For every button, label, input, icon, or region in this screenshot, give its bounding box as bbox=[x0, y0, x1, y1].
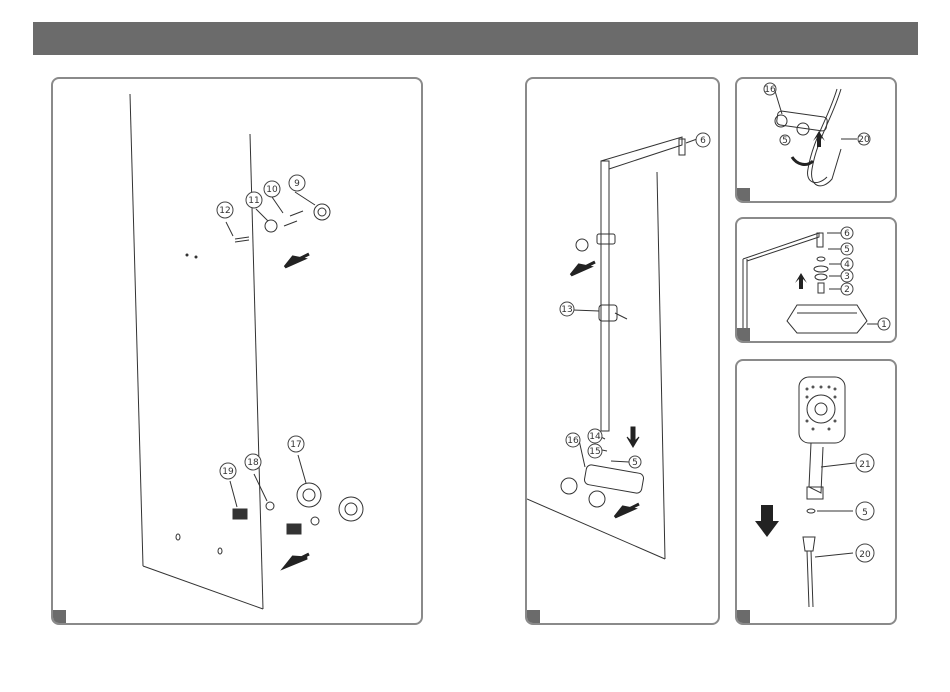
callout-6: 6 bbox=[700, 136, 706, 146]
panel-corner-marker bbox=[737, 328, 750, 341]
callout-3: 3 bbox=[844, 272, 850, 282]
panel-hose-connect: 16 5 20 bbox=[735, 77, 897, 203]
hand-shower-nozzles-icon bbox=[806, 386, 837, 431]
callout-5: 5 bbox=[782, 136, 788, 146]
callout-13: 13 bbox=[561, 305, 572, 315]
wall-mounting-diagram: 12 11 10 9 19 18 17 bbox=[53, 79, 423, 625]
callout-1: 1 bbox=[881, 320, 887, 330]
callout-15: 15 bbox=[589, 447, 600, 457]
panel-corner-marker bbox=[737, 188, 750, 201]
callout-20: 20 bbox=[858, 135, 870, 145]
direction-arrow-icon bbox=[285, 254, 309, 267]
panel-wall-mounting: 12 11 10 9 19 18 17 bbox=[51, 77, 423, 625]
callout-14: 14 bbox=[589, 432, 601, 442]
direction-arrow-icon bbox=[615, 504, 639, 517]
callout-16: 16 bbox=[567, 436, 579, 446]
callout-20: 20 bbox=[859, 550, 871, 560]
direction-arrow-icon bbox=[755, 505, 779, 537]
direction-arrow-icon bbox=[285, 554, 309, 567]
callout-2: 2 bbox=[844, 285, 850, 295]
rail-assembly-diagram: 6 13 14 15 5 16 bbox=[527, 79, 720, 625]
panel-rail-assembly: 6 13 14 15 5 16 bbox=[525, 77, 720, 625]
callout-19: 19 bbox=[222, 467, 234, 477]
panel-corner-marker bbox=[53, 610, 66, 623]
callout-6: 6 bbox=[844, 229, 850, 239]
callout-17: 17 bbox=[290, 440, 301, 450]
panel-head-assembly: 6 5 4 3 2 1 bbox=[735, 217, 897, 343]
callout-18: 18 bbox=[247, 458, 259, 468]
panel-corner-marker bbox=[737, 610, 750, 623]
callout-4: 4 bbox=[844, 260, 850, 270]
panel-hand-shower: 21 5 20 bbox=[735, 359, 897, 625]
callout-12: 12 bbox=[219, 206, 230, 216]
hose-connect-diagram: 16 5 20 bbox=[737, 79, 897, 203]
callout-5: 5 bbox=[632, 458, 638, 468]
panel-corner-marker bbox=[527, 610, 540, 623]
callout-9: 9 bbox=[294, 179, 300, 189]
direction-arrow-icon bbox=[795, 273, 807, 289]
head-assembly-diagram: 6 5 4 3 2 1 bbox=[737, 219, 897, 343]
callout-5: 5 bbox=[862, 508, 868, 518]
direction-arrow-icon bbox=[571, 262, 595, 275]
callout-5: 5 bbox=[844, 245, 850, 255]
direction-arrow-icon bbox=[627, 427, 639, 447]
hand-shower-diagram: 21 5 20 bbox=[737, 361, 897, 625]
callout-16: 16 bbox=[764, 85, 776, 95]
header-bar bbox=[33, 22, 918, 55]
callout-11: 11 bbox=[248, 196, 259, 206]
callout-21: 21 bbox=[859, 460, 870, 470]
callout-10: 10 bbox=[266, 185, 278, 195]
